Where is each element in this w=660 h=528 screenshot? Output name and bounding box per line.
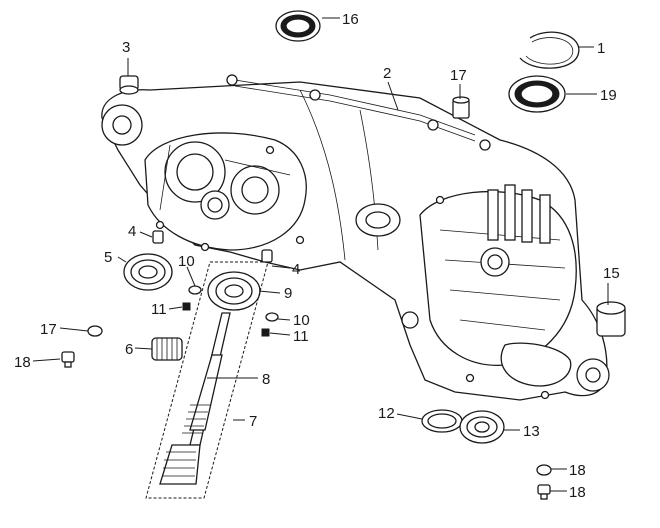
callout-9: 9 [284,285,292,302]
part-oil-seal-right [508,75,566,113]
part-shaft-assembly [145,261,269,499]
callout-11-left: 11 [151,301,167,318]
part-bushing-12 [421,409,463,433]
callout-13: 13 [523,423,540,440]
callout-17-right: 18 [569,462,586,479]
callout-4-right: 4 [292,261,300,278]
callout-4-left: 4 [128,223,136,240]
part-dowel-4a [152,230,164,244]
part-bolt-11b [261,328,270,337]
leader-lines [32,17,609,492]
part-bearing-13 [459,410,505,444]
part-bushing-3 [119,75,139,95]
callout-10-left: 10 [178,253,195,270]
callout-10-right: 10 [293,312,310,329]
callout-5: 5 [104,249,112,266]
callout-3: 3 [122,39,130,56]
part-bolt-11a [182,302,191,311]
part-dowel-4b [261,249,273,263]
callout-8: 8 [262,371,270,388]
part-dowel-15 [452,96,470,119]
callout-15: 17 [450,67,467,84]
part-bushing-14 [596,301,626,337]
part-washer-17b [536,464,552,476]
callout-labels: 16 1 19 2 3 17 15 4 5 10 4 9 11 10 11 17… [14,11,620,501]
callout-7: 7 [249,413,257,430]
callout-6: 6 [125,341,133,358]
callout-2: 2 [383,65,391,82]
part-bearing-9 [207,271,261,311]
callout-16: 16 [342,11,359,28]
part-washer-17a [87,325,103,337]
part-bearing-5 [123,253,173,291]
part-bolt-18b [537,484,551,500]
part-oil-seal-top [275,10,321,42]
callout-12: 12 [378,405,395,422]
part-washer-10b [265,312,279,322]
callout-19: 19 [600,87,617,104]
part-bolt-18a [61,351,75,368]
callout-11-right: 11 [293,328,309,345]
part-needle-bearing-6 [151,337,183,361]
callout-18-left: 18 [14,354,31,371]
callout-17-left: 17 [40,321,57,338]
callout-18-right: 18 [569,484,586,501]
part-washer-10a [188,285,202,295]
crankcase-cover [101,74,610,401]
callout-1: 1 [597,40,605,57]
callout-14: 15 [603,265,620,282]
part-circlip [519,31,580,69]
